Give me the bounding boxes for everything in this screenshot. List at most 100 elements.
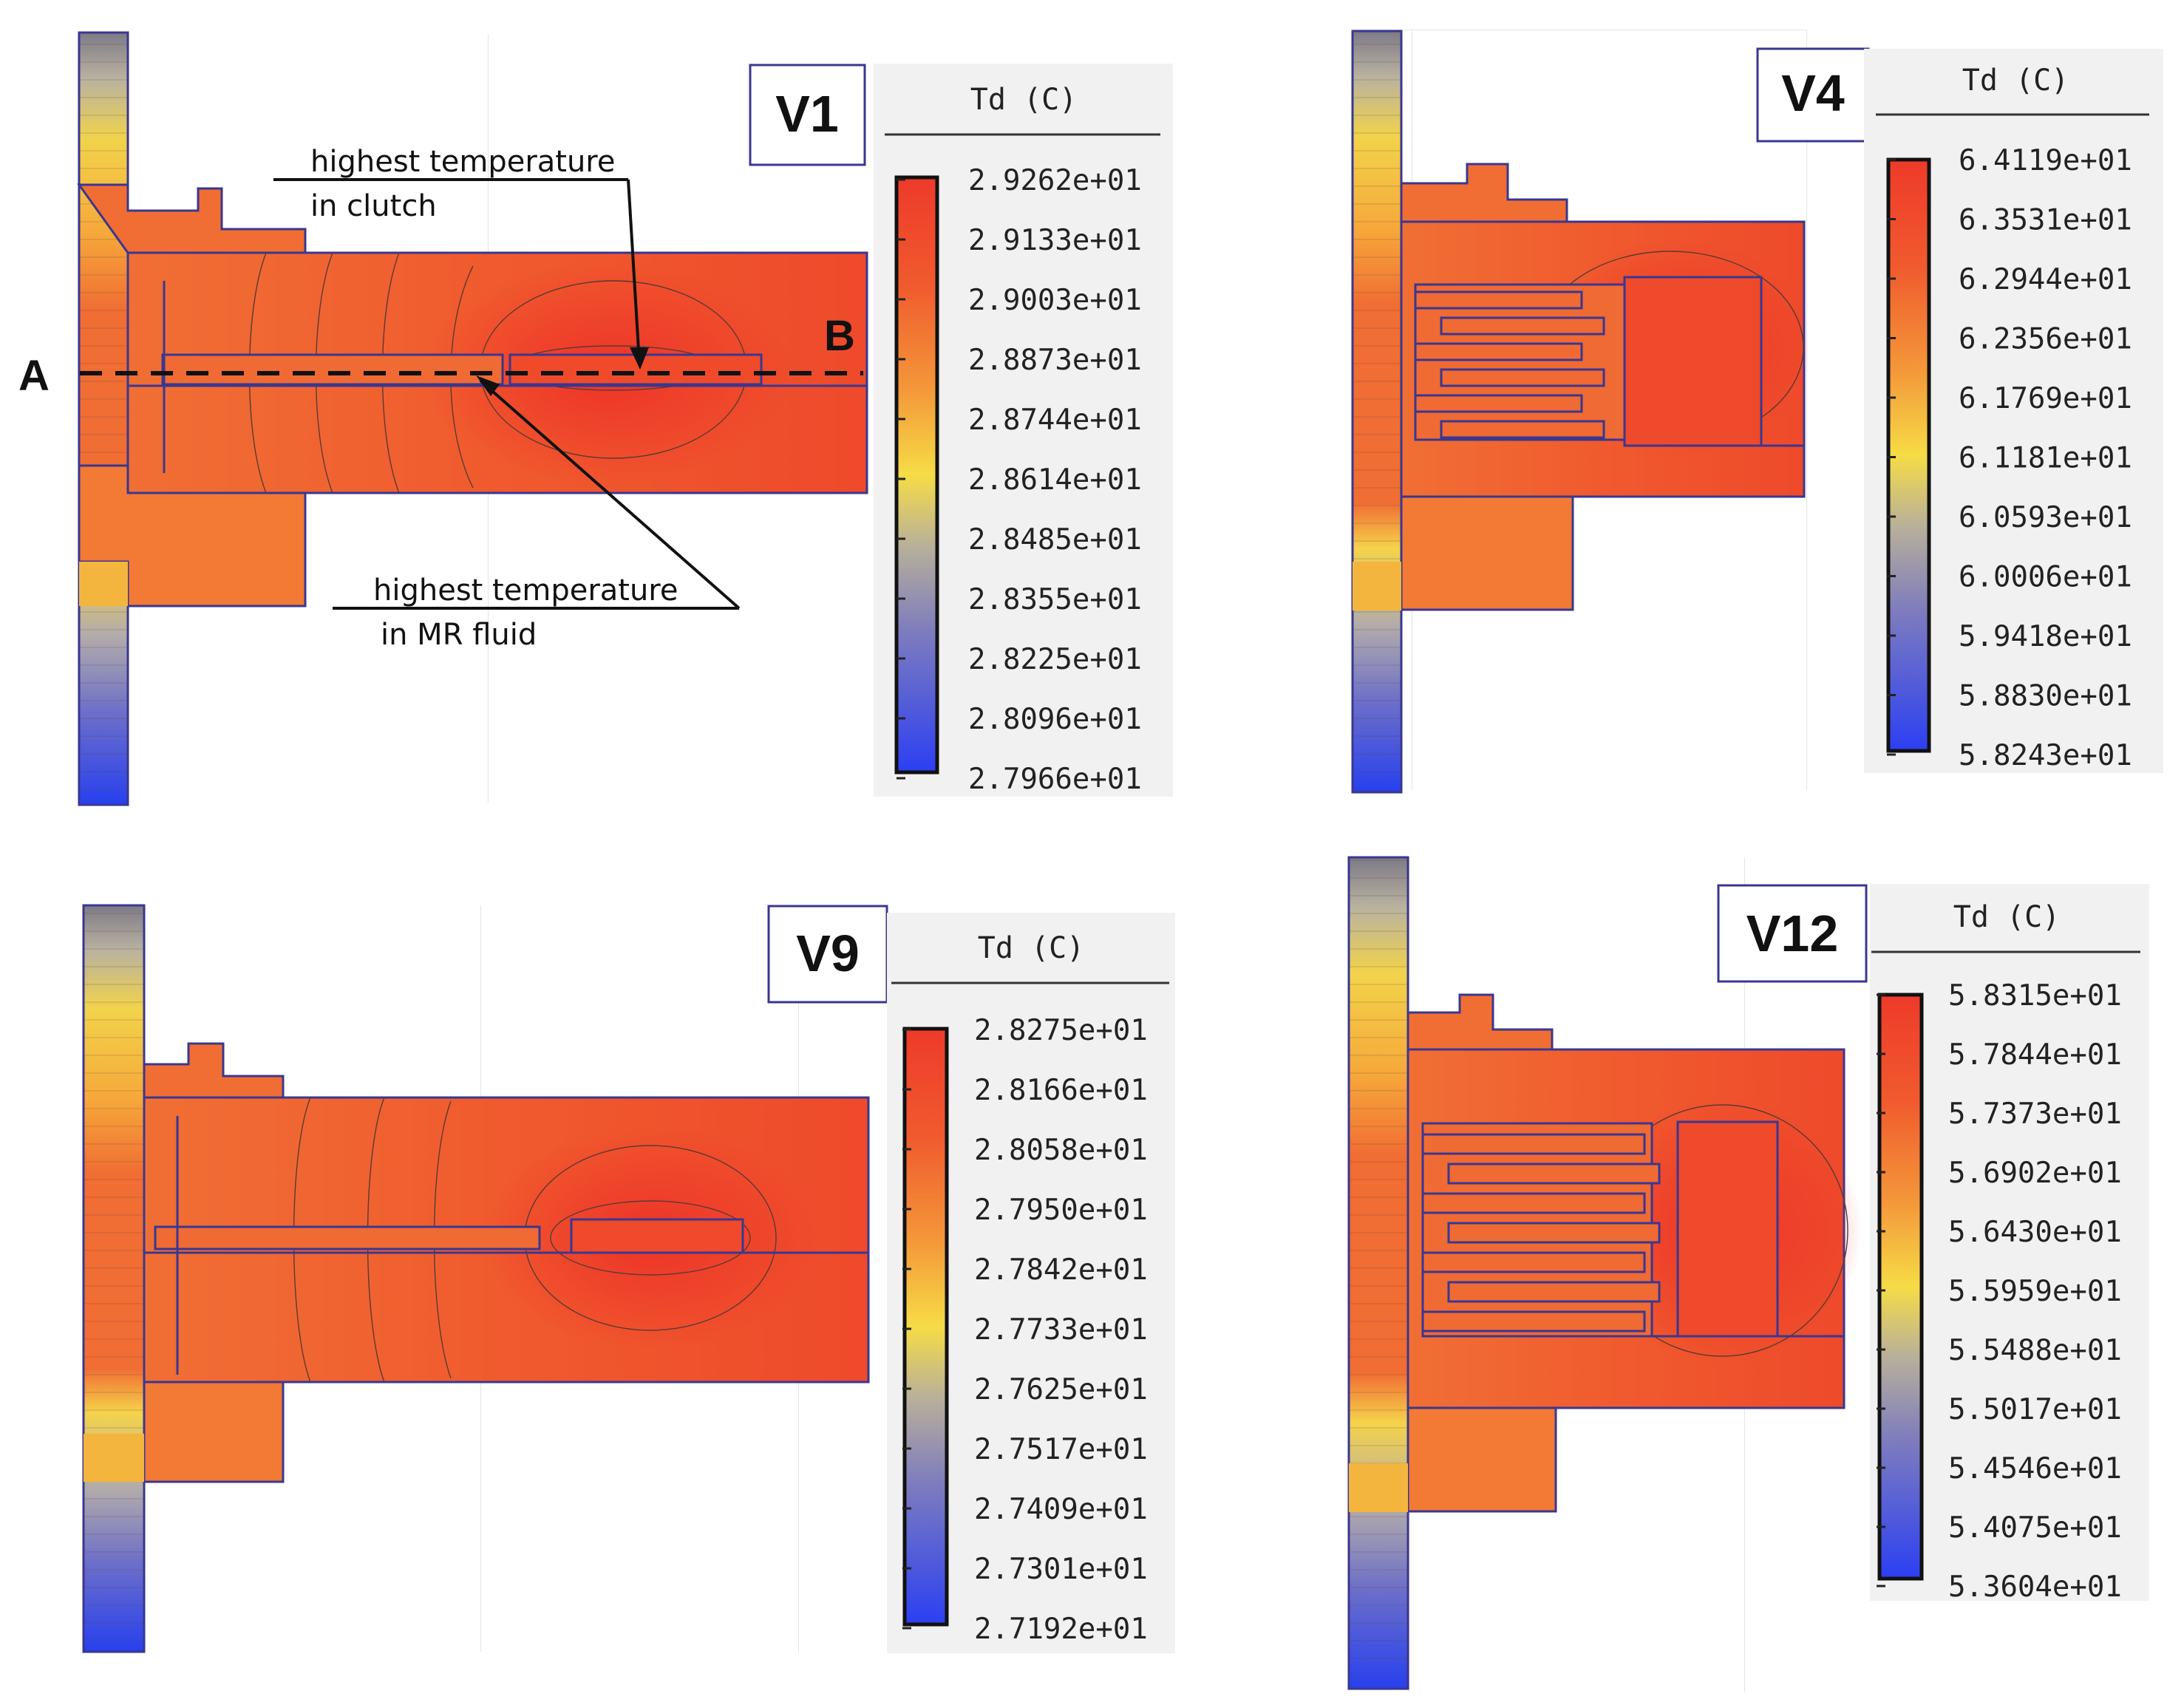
point-a-label: A [18,352,50,400]
version-box [767,905,888,1004]
version-label-v4: V4 [1781,64,1845,122]
coil [1676,1120,1779,1338]
legend-v1: Td (C) 2.9262e+012.9133e+012.9003e+012.8… [874,64,1173,797]
tick-label: 6.1181e+01 [1959,442,2132,475]
tick-label: 5.7844e+01 [1948,1038,2122,1072]
hub-upper [143,1042,285,1099]
version-box [749,64,866,166]
tick-label: 6.0593e+01 [1959,501,2132,534]
annotation-clutch-line1: highest temperature [310,145,615,179]
hub-lower-yellow [84,1434,144,1482]
clutch-plate [1421,1251,1646,1273]
tick-label: 5.8830e+01 [1959,680,2132,713]
tick-label: 5.6430e+01 [1948,1216,2122,1249]
annotation-arrow [479,379,741,610]
arrow-head [630,347,649,370]
tick-label: 2.8485e+01 [968,523,1142,557]
version-label-v9: V9 [796,925,860,982]
clutch-plate [1440,420,1605,439]
tick-label: 5.9418e+01 [1959,620,2132,653]
isotherm [550,1200,751,1276]
tick-label: 6.4119e+01 [1959,144,2132,177]
tick-label: 6.2356e+01 [1959,323,2132,356]
coil [570,1218,744,1254]
mr-fluid-gap [161,353,504,386]
clutch-plate [1447,1281,1661,1303]
panel-v4: V4 Td (C) 6.4119e+016.3531e+016.2944e+01… [1351,30,2163,794]
mr-fluid-gap [154,1225,541,1250]
arrow-head [476,375,500,396]
version-label-v12: V12 [1746,905,1839,962]
annotation-mr-line2: in MR fluid [381,618,537,652]
tick-label: 2.7301e+01 [974,1553,1148,1586]
tick-group: 2.8275e+01 2.8166e+01 2.8058e+01 2.7950e+01… [902,1014,1148,1646]
panel-v1: A B highest temperature in clutch highes… [18,31,1173,806]
legend-title: Td (C) [970,83,1078,117]
tick-label: 5.5488e+01 [1948,1334,2122,1367]
tick-label: 5.4546e+01 [1948,1452,2122,1486]
clutch-plate [1421,1310,1646,1333]
tick-group: 6.4119e+016.3531e+016.2944e+016.2356e+01… [1887,144,2132,772]
legend-title: Td (C) [978,931,1085,965]
clutch-plate [1421,1133,1646,1155]
hub-upper [1406,993,1554,1051]
clutch-plate [1414,394,1583,413]
tick-label: 2.7842e+01 [974,1253,1148,1287]
version-box [1756,47,1870,143]
tick-group: 2.9262e+012.9133e+012.9003e+012.8873e+01… [897,164,1142,796]
tick-label: 5.6902e+01 [1948,1157,2122,1190]
tick-label: 2.7950e+01 [974,1194,1148,1227]
tick-label: 2.8166e+01 [974,1074,1148,1107]
tick-label: 2.8058e+01 [974,1134,1148,1167]
tick-label: 2.7409e+01 [974,1493,1148,1526]
tick-label: 2.9262e+01 [968,164,1142,197]
annotation-clutch-line2: in clutch [310,189,437,223]
panel-v12: V12 Td (C) 5.8315e+015.7844e+015.7373e+0… [1347,856,2149,1692]
tick-label: 2.8275e+01 [974,1014,1148,1047]
shaft-contours [84,905,144,1652]
clutch-plate [1414,342,1583,361]
hub-upper [1400,163,1568,223]
tick-group: 5.8315e+01 5.7844e+01 5.7373e+01 5.6902e+01… [1877,979,2122,1604]
tick-label: 2.7625e+01 [974,1373,1148,1406]
tick-label: 2.7192e+01 [974,1613,1148,1646]
clutch-plate [1421,1192,1646,1214]
tick-label: 2.9003e+01 [968,284,1142,317]
plate-stack [1414,283,1626,441]
clutch-plate [1447,1163,1661,1185]
legend-title: Td (C) [1962,64,2069,98]
tick-label: 6.1769e+01 [1959,382,2132,415]
tick-label: 5.5017e+01 [1948,1393,2122,1426]
tick-label: 2.8096e+01 [968,703,1142,736]
tick-label: 5.3604e+01 [1948,1570,2122,1604]
tick-label: 5.8315e+01 [1948,979,2122,1013]
color-bar [1877,993,1924,1581]
tick-label: 2.8744e+01 [968,404,1142,437]
annotation-mr-line1: highest temperature [373,574,678,608]
version-box [1717,884,1868,983]
hub-lower-yellow [79,562,128,606]
tick-label: 2.8225e+01 [968,643,1142,676]
legend-v9: Td (C) 2.8275e+01 2.8166e+01 2.8058e+01 2.7… [887,913,1175,1653]
point-b-label: B [824,312,855,360]
hub-lower-yellow [1349,1463,1408,1512]
tick-label: 2.8614e+01 [968,463,1142,497]
tick-label: 2.8355e+01 [968,583,1142,616]
shaft-contours [1349,857,1408,1689]
annotation-arrow [627,179,641,363]
color-bar [894,175,939,775]
legend-v12: Td (C) 5.8315e+015.7844e+015.7373e+015.6… [1870,884,2149,1604]
tick-label: 5.4075e+01 [1948,1511,2122,1545]
shaft-contours [79,33,128,805]
gridline [1806,30,1807,791]
clutch-plate [1440,316,1605,336]
tick-label: 2.7517e+01 [974,1433,1148,1466]
hub-lower [143,1375,285,1483]
legend-v4: Td (C) 6.4119e+016.3531e+016.2944e+016.2… [1864,49,2163,773]
tick-label: 2.7733e+01 [974,1313,1148,1347]
hub-lower-yellow [1353,562,1401,610]
tick-label: 5.7373e+01 [1948,1097,2122,1131]
panel-v9: V9 Td (C) 2.8275e+01 2.8166e+01 2.8058e+01… [82,904,1175,1653]
tick-label: 5.8243e+01 [1959,739,2132,772]
